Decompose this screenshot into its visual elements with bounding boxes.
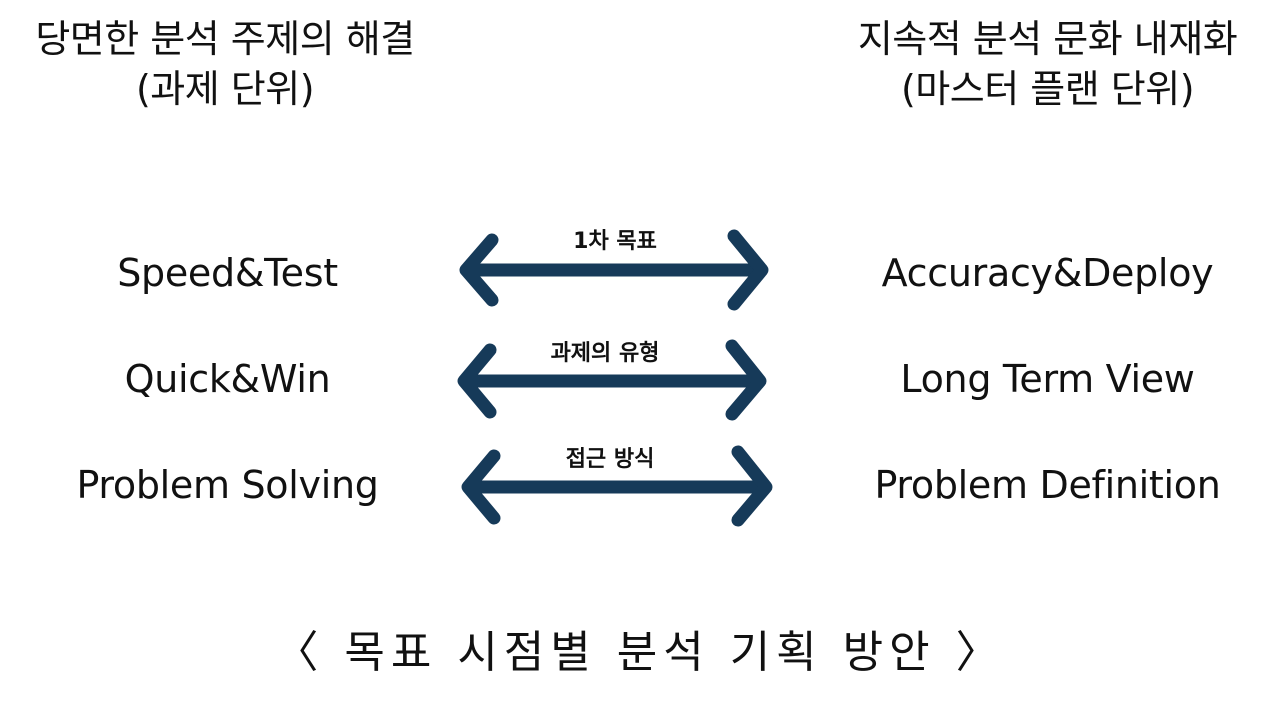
row-3-left-label: Problem Solving — [76, 463, 379, 507]
diagram-caption: 〈 목표 시점별 분석 기획 방안 〉 — [274, 627, 1006, 678]
row-2-right-label: Long Term View — [900, 357, 1195, 401]
row-3-right-label: Problem Definition — [874, 463, 1221, 507]
left-column-header: 당면한 분석 주제의 해결 (과제 단위) — [0, 14, 450, 114]
double-arrow-icon — [459, 229, 769, 311]
row-1-arrow-caption: 1차 목표 — [573, 229, 657, 254]
row-3-arrow-caption: 접근 방식 — [566, 447, 655, 472]
row-2-left-label: Quick&Win — [124, 357, 331, 401]
row-2-double-arrow: 과제의 유형 — [457, 339, 767, 421]
right-header-title: 지속적 분석 문화 내재화 — [857, 17, 1238, 61]
row-1-right-label: Accuracy&Deploy — [881, 251, 1214, 295]
right-column-header: 지속적 분석 문화 내재화 (마스터 플랜 단위) — [815, 14, 1280, 114]
row-3-double-arrow: 접근 방식 — [461, 445, 773, 527]
row-2-arrow-caption: 과제의 유형 — [551, 341, 660, 366]
double-arrow-icon — [457, 339, 767, 421]
left-header-subtitle: (과제 단위) — [135, 67, 315, 111]
left-header-title: 당면한 분석 주제의 해결 — [35, 17, 415, 61]
right-header-subtitle: (마스터 플랜 단위) — [900, 67, 1195, 111]
double-arrow-icon — [461, 445, 773, 527]
row-1-double-arrow: 1차 목표 — [459, 229, 769, 311]
row-1-left-label: Speed&Test — [117, 251, 338, 295]
